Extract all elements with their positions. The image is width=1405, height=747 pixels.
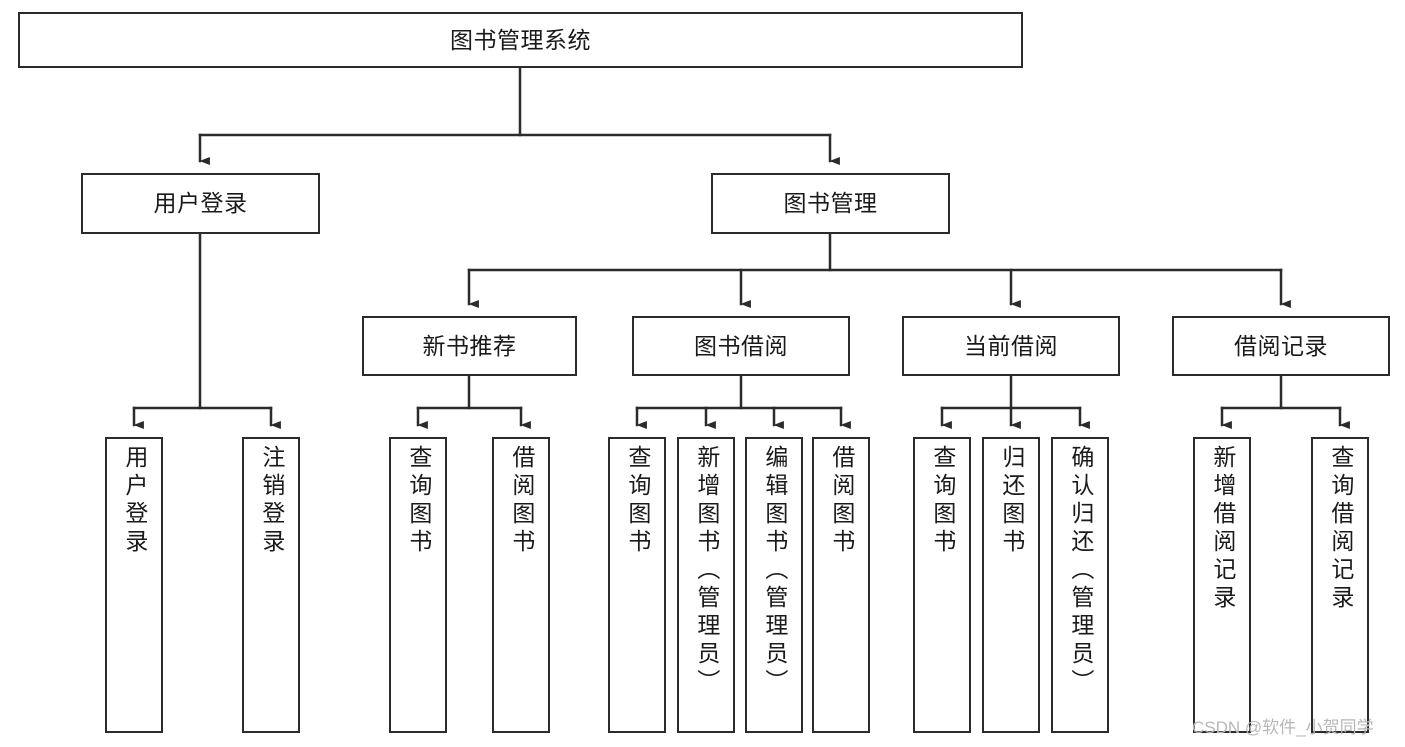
node-label: 当前借阅 <box>964 332 1058 359</box>
node-label: 查询图书 <box>405 445 432 557</box>
node-leaf-query-book-2[interactable]: 查询图书 <box>608 437 666 733</box>
node-label: 图书借阅 <box>694 332 788 359</box>
node-leaf-logout[interactable]: 注销登录 <box>242 437 300 733</box>
node-current-borrow[interactable]: 当前借阅 <box>902 316 1120 376</box>
node-leaf-add-book[interactable]: 新增图书（管理员） <box>677 437 735 733</box>
node-leaf-return-book[interactable]: 归还图书 <box>982 437 1040 733</box>
node-leaf-borrow-book-1[interactable]: 借阅图书 <box>492 437 550 733</box>
node-label: 用户登录 <box>121 445 148 557</box>
node-label: 借阅图书 <box>508 445 535 557</box>
node-label: 新增图书（管理员） <box>693 445 720 697</box>
node-book-manage[interactable]: 图书管理 <box>711 173 950 234</box>
node-label: 借阅记录 <box>1234 332 1328 359</box>
node-user-login[interactable]: 用户登录 <box>81 173 320 234</box>
node-label: 归还图书 <box>998 445 1025 557</box>
node-leaf-add-record[interactable]: 新增借阅记录 <box>1193 437 1251 733</box>
node-label: 编辑图书（管理员） <box>761 445 788 697</box>
node-root-system[interactable]: 图书管理系统 <box>18 12 1023 68</box>
node-book-borrow[interactable]: 图书借阅 <box>632 316 850 376</box>
node-leaf-query-book-3[interactable]: 查询图书 <box>913 437 971 733</box>
node-borrow-record[interactable]: 借阅记录 <box>1172 316 1390 376</box>
node-label: 图书管理 <box>783 190 878 217</box>
node-label: 新书推荐 <box>422 332 517 359</box>
node-label: 查询图书 <box>624 445 651 557</box>
node-leaf-edit-book[interactable]: 编辑图书（管理员） <box>745 437 803 733</box>
node-leaf-query-book-1[interactable]: 查询图书 <box>389 437 447 733</box>
node-leaf-user-login[interactable]: 用户登录 <box>105 437 163 733</box>
node-label: 图书管理系统 <box>450 26 591 53</box>
node-leaf-query-record[interactable]: 查询借阅记录 <box>1311 437 1369 733</box>
node-leaf-borrow-book-2[interactable]: 借阅图书 <box>812 437 870 733</box>
node-label: 新增借阅记录 <box>1209 445 1236 613</box>
node-label: 查询借阅记录 <box>1327 445 1354 613</box>
node-new-book-recommend[interactable]: 新书推荐 <box>362 316 577 376</box>
node-leaf-confirm-return[interactable]: 确认归还（管理员） <box>1051 437 1109 733</box>
node-label: 用户登录 <box>153 190 248 217</box>
node-label: 查询图书 <box>929 445 956 557</box>
node-label: 注销登录 <box>258 445 285 557</box>
node-label: 确认归还（管理员） <box>1067 445 1094 697</box>
node-label: 借阅图书 <box>828 445 855 557</box>
